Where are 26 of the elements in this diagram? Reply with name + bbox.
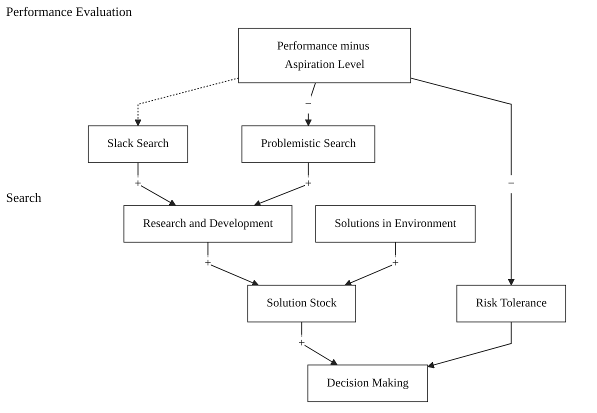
edge-label: + xyxy=(392,257,399,270)
edge-label: − xyxy=(305,98,312,110)
node-box: Performance minus Aspiration Level xyxy=(238,28,412,84)
arrow xyxy=(427,321,512,368)
arrow xyxy=(138,162,176,206)
arrow xyxy=(301,321,338,366)
edge-label: − xyxy=(508,178,515,190)
node-box: Solution Stock xyxy=(247,284,356,322)
arrow xyxy=(410,78,515,286)
arrow xyxy=(304,82,316,126)
edge-label: + xyxy=(305,178,312,190)
node-box: Research and Development xyxy=(123,205,292,243)
edge-label: + xyxy=(134,178,142,190)
arrow xyxy=(134,78,240,126)
node-box: Slack Search xyxy=(88,125,188,163)
band-label: Search xyxy=(6,190,42,206)
node-box: Risk Tolerance xyxy=(456,284,566,322)
arrow xyxy=(207,242,259,286)
edge-label: + xyxy=(204,257,212,270)
band-label: Performance Evaluation xyxy=(6,4,132,20)
node-box: Decision Making xyxy=(307,364,428,402)
arrow xyxy=(254,162,309,206)
node-box: Solutions in Environment xyxy=(315,205,476,243)
arrow xyxy=(344,242,396,286)
node-box: Problemistic Search xyxy=(241,125,376,163)
edge-label: + xyxy=(298,336,306,350)
